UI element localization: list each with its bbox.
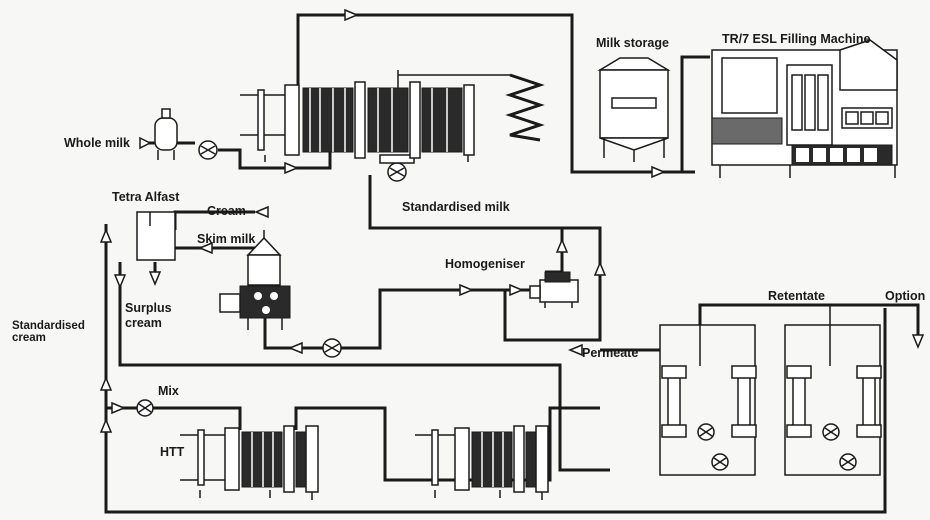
arrow-cream-left <box>254 205 269 219</box>
pump-icon <box>198 140 218 160</box>
label-permeate: Permeate <box>582 346 638 360</box>
whole-milk-tank <box>154 108 178 160</box>
label-cream: Cream <box>207 204 246 218</box>
pipe-storage-link <box>680 55 710 172</box>
pump-icon <box>379 154 415 182</box>
arrow-homog-in <box>509 283 524 297</box>
arrow-permeate-left <box>568 343 583 357</box>
label-milk-storage: Milk storage <box>596 36 669 50</box>
tetra-alfast-unit <box>136 211 176 261</box>
milk-storage-tank <box>597 57 671 162</box>
label-filling-machine: TR/7 ESL Filling Machine <box>722 32 870 46</box>
pipe-htt-link <box>294 406 600 482</box>
htt-heat-exchanger-left <box>180 425 319 500</box>
membrane-module-right <box>784 305 882 476</box>
label-tetra-alfast: Tetra Alfast <box>112 190 180 204</box>
arrow-surplus-down <box>148 271 162 286</box>
arrow-top-right <box>344 8 359 22</box>
membrane-module-left <box>659 324 757 476</box>
arrow-std-up <box>593 261 607 276</box>
arrow-return-left <box>288 341 303 355</box>
pipe-mix <box>106 406 242 430</box>
label-surplus-cream-line2: cream <box>125 316 162 330</box>
label-skim-milk: Skim milk <box>197 232 255 246</box>
arrow-whole-milk <box>139 136 152 150</box>
label-whole-milk: Whole milk <box>64 136 130 150</box>
flow-arrows <box>99 8 925 433</box>
arrow-skim-left <box>198 241 213 255</box>
separator <box>219 230 291 330</box>
pipe-retentate <box>698 303 920 335</box>
pump-icon <box>136 399 154 417</box>
filling-machine <box>711 39 898 178</box>
arrow-homog-up <box>555 238 569 253</box>
htt-heat-exchanger-right <box>415 425 549 500</box>
arrow-feed-right <box>284 161 299 175</box>
label-option: Option <box>885 289 925 303</box>
arrow-bottom-up <box>99 418 113 433</box>
arrow-left-down <box>113 274 127 289</box>
pipe-vertical-left <box>104 224 887 514</box>
homogeniser <box>529 271 579 308</box>
label-htt: HTT <box>160 445 185 459</box>
arrow-std-cream-up <box>99 376 113 391</box>
arrow-left-junction <box>99 228 113 243</box>
plate-heat-exchanger-main <box>240 70 510 162</box>
pipe-cream-down <box>118 262 610 472</box>
label-standardised-cream-line2: cream <box>12 332 46 344</box>
heating-coil <box>505 73 545 142</box>
pipe-top-loop <box>296 13 695 174</box>
label-standardised-cream-line1: Standardised <box>12 320 85 332</box>
label-mix: Mix <box>158 384 179 398</box>
label-homogeniser: Homogeniser <box>445 257 525 271</box>
arrow-mix-right <box>111 401 126 415</box>
pipe-pump-to-pasteuriser <box>218 145 332 170</box>
labels: Whole milk Tetra Alfast Cream Skim milk … <box>12 32 925 459</box>
arrow-mid-right <box>459 283 474 297</box>
pump-icon <box>322 338 342 358</box>
label-retentate: Retentate <box>768 289 825 303</box>
arrow-option-down <box>911 334 925 349</box>
label-surplus-cream-line1: Surplus <box>125 301 172 315</box>
arrow-filling-in <box>651 165 666 179</box>
label-standardised-milk: Standardised milk <box>402 200 510 214</box>
